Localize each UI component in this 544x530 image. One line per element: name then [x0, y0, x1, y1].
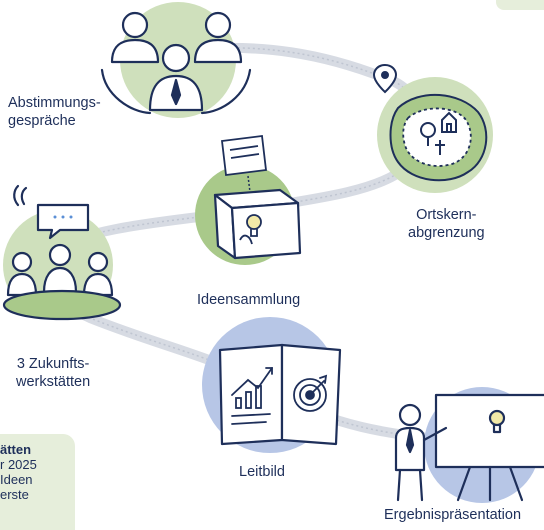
chart-target-book-icon	[202, 317, 342, 453]
step-leitbild-label: Leitbild	[239, 463, 285, 481]
idea-box-icon	[195, 134, 302, 265]
step-abstimmungsgespraeche-label: Abstimmungs- gespräche	[8, 94, 101, 130]
info-box-text: ätten r 2025 Ideen erste	[0, 442, 37, 502]
step-label-line: Ideensammlung	[197, 292, 301, 308]
step-zukunftswerkstaetten-label: 3 Zukunfts- werkstätten	[16, 355, 90, 391]
info-box-line: Ideen	[0, 472, 33, 487]
map-pin-icon	[372, 63, 398, 94]
step-label-line: Abstimmungs-	[8, 95, 101, 111]
step-label-line: 3 Zukunfts-	[16, 356, 90, 372]
step-label-line: abgrenzung	[408, 225, 485, 241]
step-label-line: gespräche	[8, 113, 76, 129]
workshop-people-icon	[2, 184, 122, 321]
info-box-corner	[496, 0, 544, 10]
step-ortskernabgrenzung-label: Ortskern- abgrenzung	[408, 206, 485, 242]
step-label-line: Ergebnispräsentation	[384, 507, 522, 523]
people-group-icon	[100, 2, 252, 118]
info-box: ätten r 2025 Ideen erste	[0, 434, 75, 530]
step-label-line: Ortskern-	[416, 207, 477, 223]
info-box-line: ätten	[0, 442, 32, 457]
step-label-line: werkstätten	[16, 374, 91, 390]
step-ideensammlung-label: Ideensammlung	[197, 291, 300, 309]
step-ergebnispraesentation-label: Ergebnispräsentation	[384, 506, 521, 524]
presenter-whiteboard-icon	[394, 387, 544, 503]
step-label-line: Leitbild	[239, 464, 285, 480]
info-box-line: r 2025	[0, 457, 37, 472]
info-box-line: erste	[0, 487, 29, 502]
village-map-icon	[377, 77, 493, 193]
